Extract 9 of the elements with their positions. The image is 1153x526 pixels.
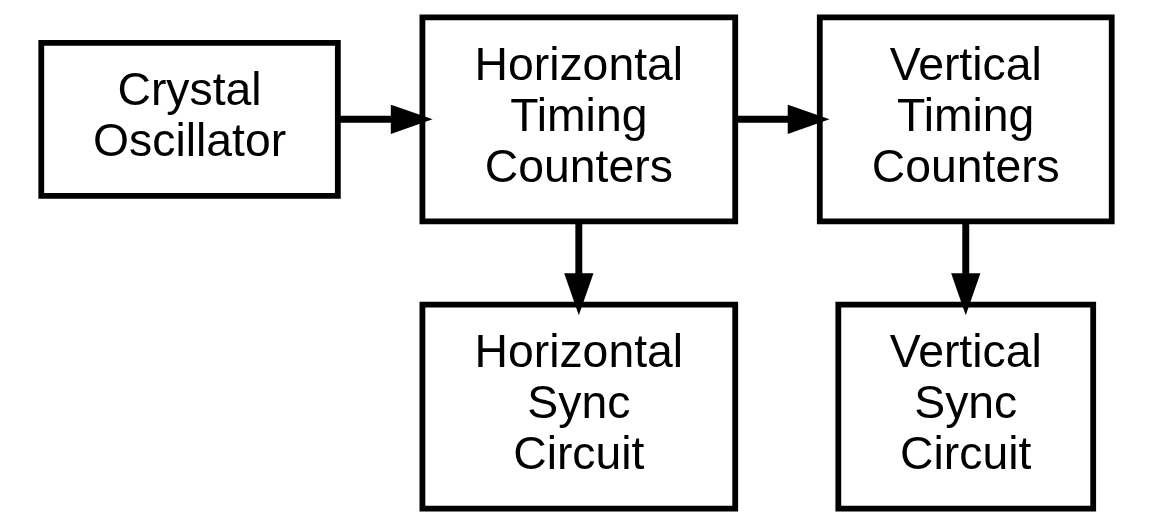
node-box: Crystal Oscillator — [38, 40, 341, 199]
node-box: Horizontal Sync Circuit — [419, 301, 739, 512]
arrow — [338, 104, 433, 134]
node-box: Vertical Timing Counters — [816, 14, 1115, 225]
arrow — [735, 104, 830, 134]
node-box: Vertical Sync Circuit — [835, 301, 1097, 512]
arrow — [564, 221, 594, 316]
arrow — [951, 221, 981, 316]
node-box: Horizontal Timing Counters — [419, 14, 739, 225]
